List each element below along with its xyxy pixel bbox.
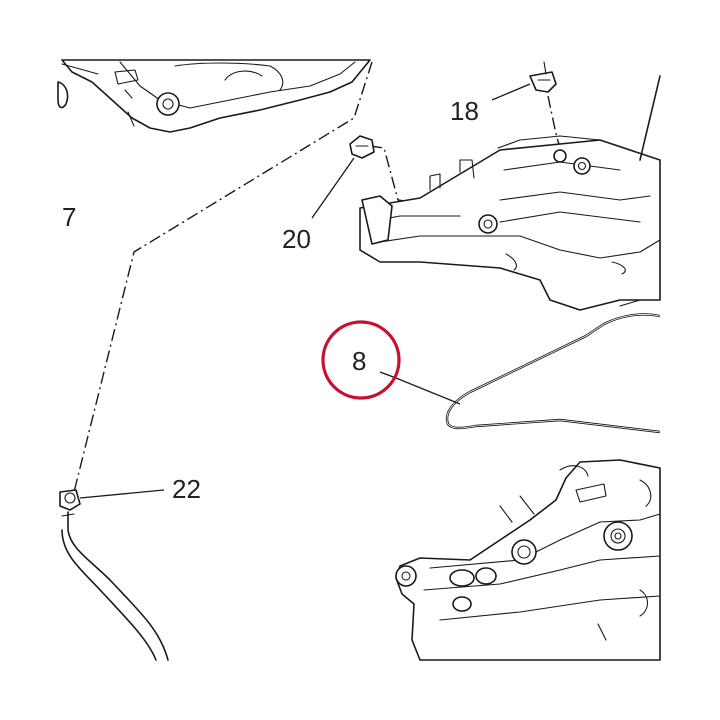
- assembly-line-top-left: [71, 61, 373, 501]
- leader-22: [79, 489, 165, 499]
- leader-8: [379, 371, 461, 405]
- assembly-line-clip-20: [369, 145, 437, 207]
- callout-7: 7: [62, 202, 76, 232]
- leader-20: [311, 157, 355, 219]
- clip-18: [529, 61, 557, 93]
- lower-right-block: [395, 459, 661, 661]
- clip-20: [349, 135, 375, 159]
- top-left-housing: [57, 59, 371, 133]
- callout-18: 18: [450, 96, 479, 126]
- breather-hose: [59, 489, 169, 661]
- callout-20: 20: [282, 224, 311, 254]
- valve-cover: [359, 75, 661, 311]
- leader-18: [491, 83, 531, 101]
- callout-8: 8: [352, 346, 366, 376]
- gasket-8: [445, 313, 661, 434]
- callout-22: 22: [172, 474, 201, 504]
- assembly-line-clip-18: [547, 95, 561, 149]
- callout-8-highlight-ring: [321, 320, 401, 400]
